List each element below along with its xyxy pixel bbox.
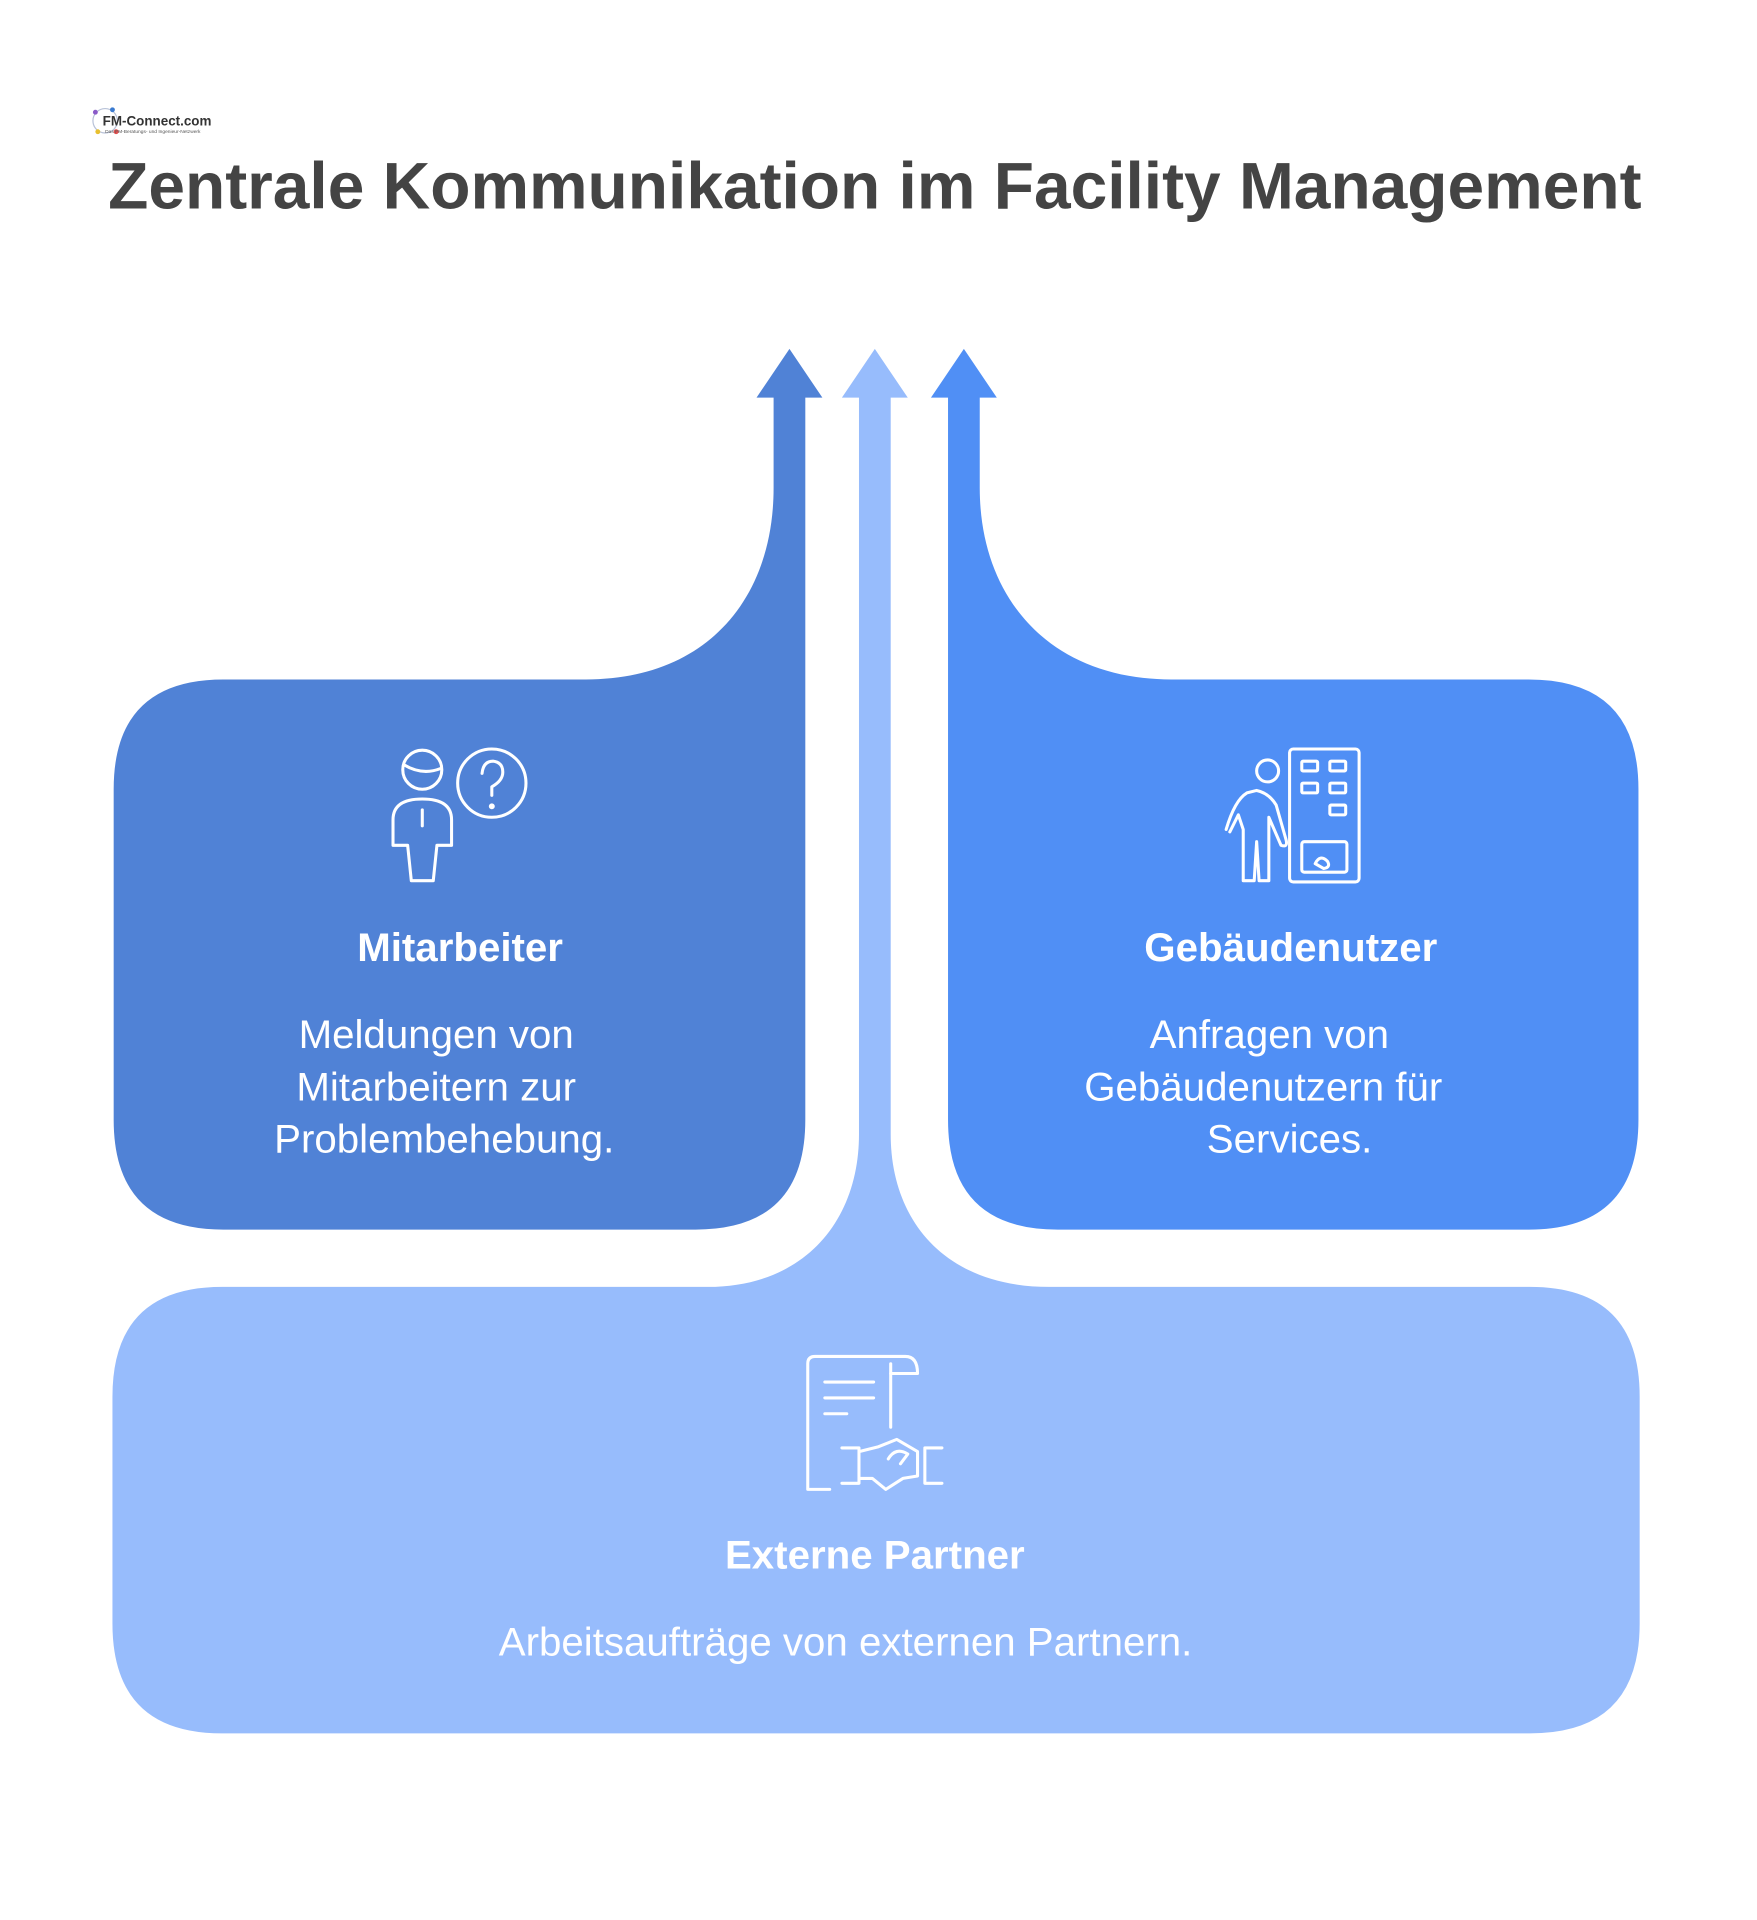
employee-question-icon	[391, 747, 528, 883]
right-card-with-arrow	[930, 348, 1639, 1230]
logo-tagline: Das FM-Beratungs- und Ingenieur-Netzwerk	[105, 129, 201, 135]
logo-text: FM-Connect.com	[103, 114, 212, 129]
person-building-icon	[1224, 747, 1361, 884]
gebaeudenutzer-heading: Gebäudenutzer	[1144, 925, 1437, 970]
page-title: Zentrale Kommunikation im Facility Manag…	[108, 149, 1641, 223]
left-card-with-arrow	[113, 348, 823, 1230]
mitarbeiter-heading: Mitarbeiter	[357, 925, 563, 970]
contract-handshake-icon	[806, 1354, 944, 1491]
fm-connect-logo: FM-Connect.com Das FM-Beratungs- und Ing…	[92, 107, 212, 135]
bottom-card-with-arrow	[112, 348, 1640, 1734]
gebaeudenutzer-description: Anfragen von Gebäudenutzern für Services…	[1084, 1012, 1453, 1162]
mitarbeiter-description: Meldungen von Mitarbeitern zur Problembe…	[274, 1012, 614, 1162]
externe-partner-heading: Externe Partner	[725, 1533, 1025, 1578]
externe-partner-description: Arbeitsaufträge von externen Partnern.	[499, 1619, 1193, 1664]
